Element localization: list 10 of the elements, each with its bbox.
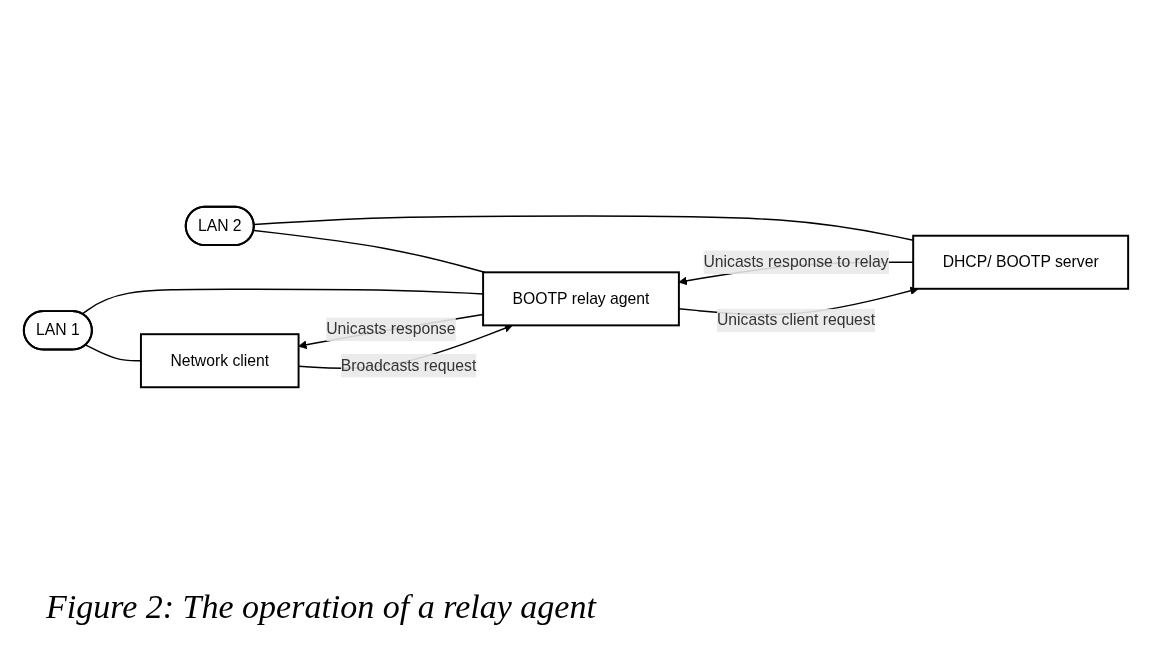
figure-caption: Figure 2: The operation of a relay agent (46, 588, 596, 626)
edge-label: Unicasts response to relay (703, 253, 889, 271)
node-box: Network client (139, 333, 300, 389)
edge-label: Broadcasts request (340, 356, 477, 374)
node-box: DHCP/ BOOTP server (912, 234, 1130, 290)
edge-label: Unicasts response (326, 320, 456, 338)
edge-label: Unicasts client request (716, 311, 876, 329)
node-box: BOOTP relay agent (482, 271, 680, 327)
connector (253, 215, 914, 241)
connector (81, 288, 484, 315)
